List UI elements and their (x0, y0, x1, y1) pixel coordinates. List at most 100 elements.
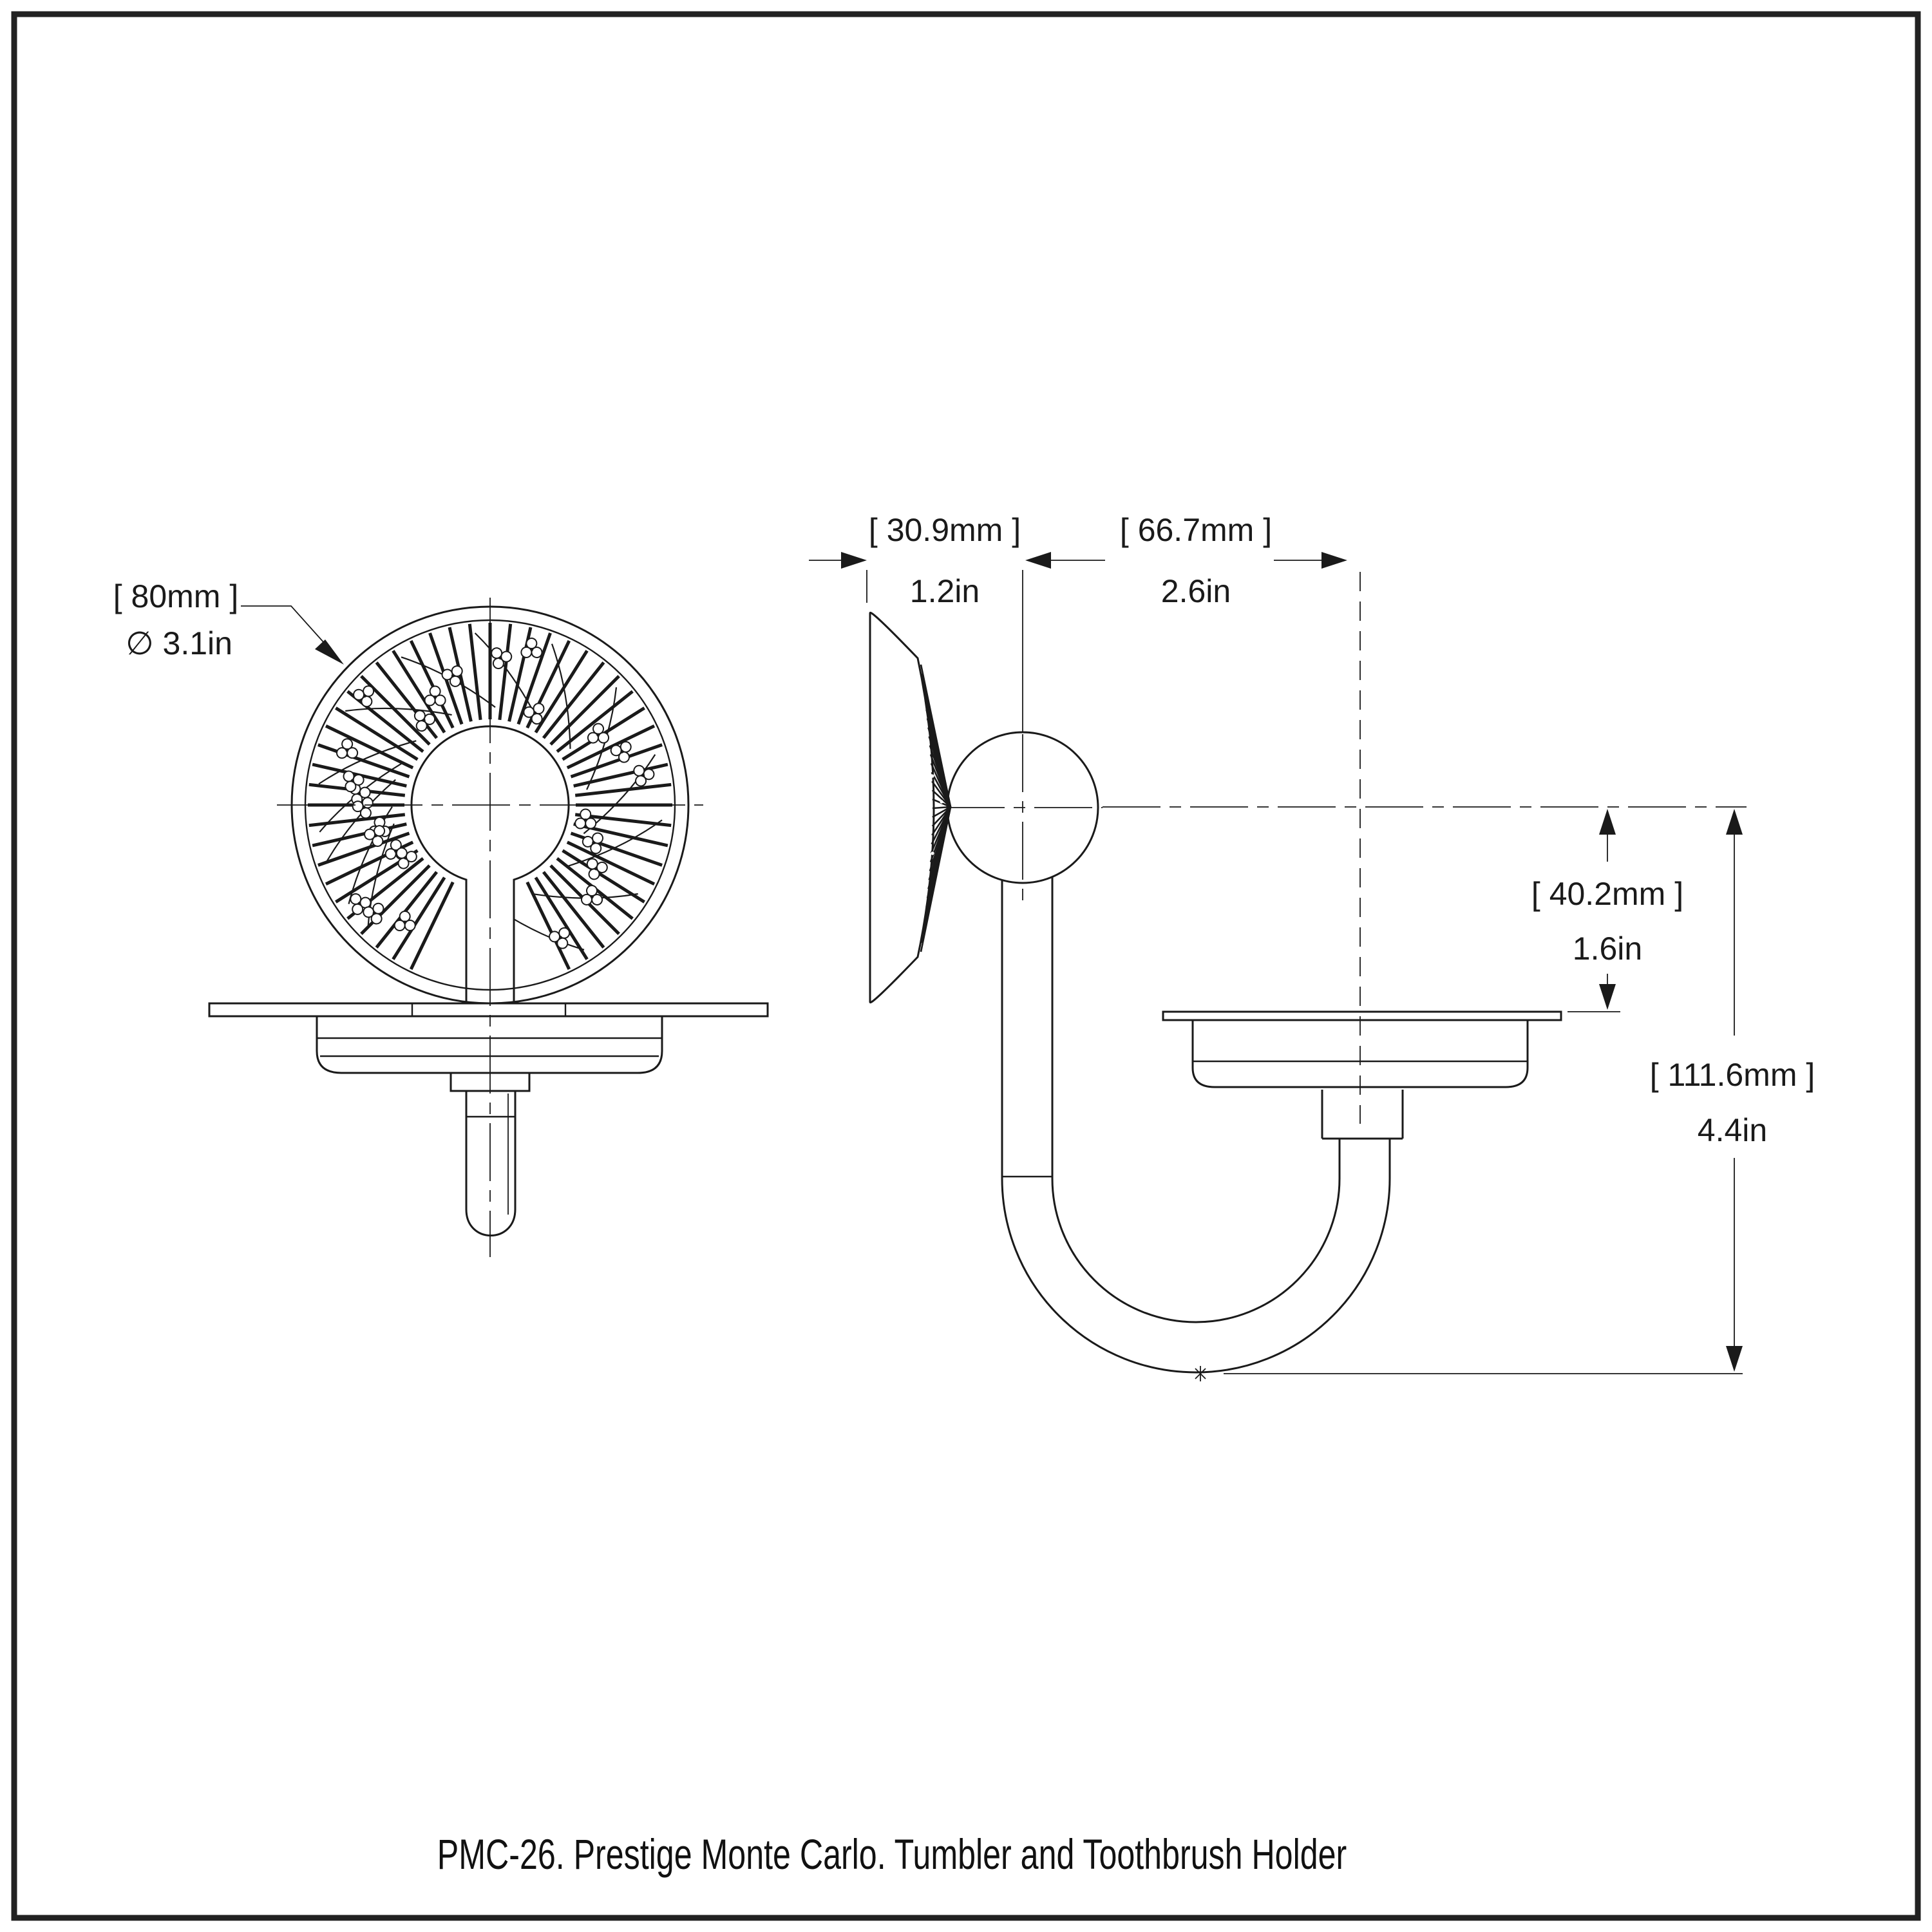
spoke (574, 813, 672, 828)
dim-drop: [ 40.2mm ] 1.6in (1531, 809, 1683, 1012)
spoke (566, 724, 656, 770)
flower-petal (610, 744, 622, 757)
pattern-speck (940, 723, 943, 726)
spoke (542, 871, 605, 949)
ring-plate-side (1162, 1010, 1562, 1021)
hook-neck-front (450, 1073, 531, 1092)
flower (523, 703, 545, 725)
dim-diameter-mm: [ 80mm ] (113, 578, 238, 614)
dim-wall-offset: [ 30.9mm ] 1.2in (809, 512, 1023, 732)
flower (424, 685, 446, 706)
backplate-flower-ornament (336, 638, 655, 949)
flower (574, 808, 597, 829)
flower (549, 927, 571, 949)
vine (565, 819, 663, 867)
pattern-edge-line (920, 806, 952, 952)
flower-center (374, 834, 377, 838)
flower-center (641, 773, 645, 777)
spoke (549, 675, 620, 746)
dim-wall-offset-mm: [ 30.9mm ] (869, 512, 1021, 548)
flower-center (357, 791, 361, 795)
flower-center (403, 920, 407, 924)
dim-wall-offset-in: 1.2in (910, 573, 980, 609)
flower-center (594, 867, 598, 871)
pattern-speck (949, 903, 952, 907)
flower-petal (491, 647, 503, 659)
flower (363, 902, 384, 925)
flower-petal (635, 775, 647, 787)
flower (441, 665, 463, 687)
spoke (570, 743, 663, 779)
spoke (392, 650, 446, 734)
flower-center (433, 696, 437, 699)
pattern-speck (931, 697, 934, 701)
spoke (312, 822, 407, 848)
spoke (574, 782, 672, 797)
spoke (325, 724, 414, 770)
spoke (335, 706, 419, 761)
arrowhead-down (1599, 984, 1616, 1010)
flower-center (620, 750, 624, 753)
leader-line (241, 605, 330, 650)
dim-diameter: [ 80mm ] ∅ 3.1in (113, 578, 344, 665)
spoke (317, 831, 410, 867)
flower (353, 685, 375, 708)
flower-petal (586, 858, 598, 870)
spoke (542, 661, 605, 739)
flower-center (363, 694, 366, 698)
hook-inner-curve (1051, 1178, 1341, 1323)
flower-center (583, 819, 587, 822)
leader-arrowhead (315, 639, 344, 665)
flower (580, 885, 603, 905)
spoke (566, 840, 656, 886)
spoke (498, 623, 513, 721)
arrowhead-left (1025, 552, 1051, 569)
flower-center (404, 856, 408, 860)
flower (586, 858, 608, 880)
flower-center (498, 656, 502, 660)
vine (348, 806, 393, 904)
flower-petal (364, 828, 376, 840)
tangent-point-mark (1195, 1366, 1206, 1381)
flower-petal (580, 893, 592, 905)
flower-center (592, 841, 596, 844)
spoke (534, 876, 589, 960)
vine (318, 740, 417, 785)
flower (587, 723, 610, 744)
dim-overall-height: [ 111.6mm ] 4.4in (1195, 809, 1815, 1381)
flower-petal (592, 723, 605, 735)
flower (610, 741, 632, 763)
dim-reach-in: 2.6in (1161, 573, 1231, 609)
flower-center (530, 648, 534, 651)
flower (491, 647, 513, 670)
dim-overall-mm: [ 111.6mm ] (1650, 1057, 1815, 1093)
hook-outer-curve (1001, 1178, 1391, 1374)
flower-petal (520, 646, 533, 658)
flower-center (345, 748, 349, 752)
vine (551, 643, 571, 749)
flower (393, 911, 416, 931)
flower-petal (531, 713, 543, 725)
pattern-speck (931, 851, 934, 855)
vine (326, 779, 396, 862)
arrowhead-up (1599, 809, 1616, 835)
dim-reach: [ 66.7mm ] 2.6in (1025, 512, 1347, 609)
hook-neck-side (1321, 1090, 1404, 1140)
flower (413, 710, 436, 732)
flower (350, 893, 372, 915)
flower-petal (353, 688, 365, 701)
flower-petal (434, 694, 446, 706)
flower (343, 770, 365, 793)
spoke (409, 881, 455, 971)
flower-petal (451, 665, 463, 677)
dim-diameter-in: ∅ 3.1in (126, 625, 232, 661)
flower-petal (352, 773, 365, 786)
pattern-speck (931, 774, 934, 778)
spoke (468, 623, 482, 721)
flower (633, 764, 655, 787)
spoke (346, 690, 424, 753)
flower-petal (404, 920, 416, 931)
flower-center (350, 779, 354, 782)
flower-petal (359, 807, 372, 819)
